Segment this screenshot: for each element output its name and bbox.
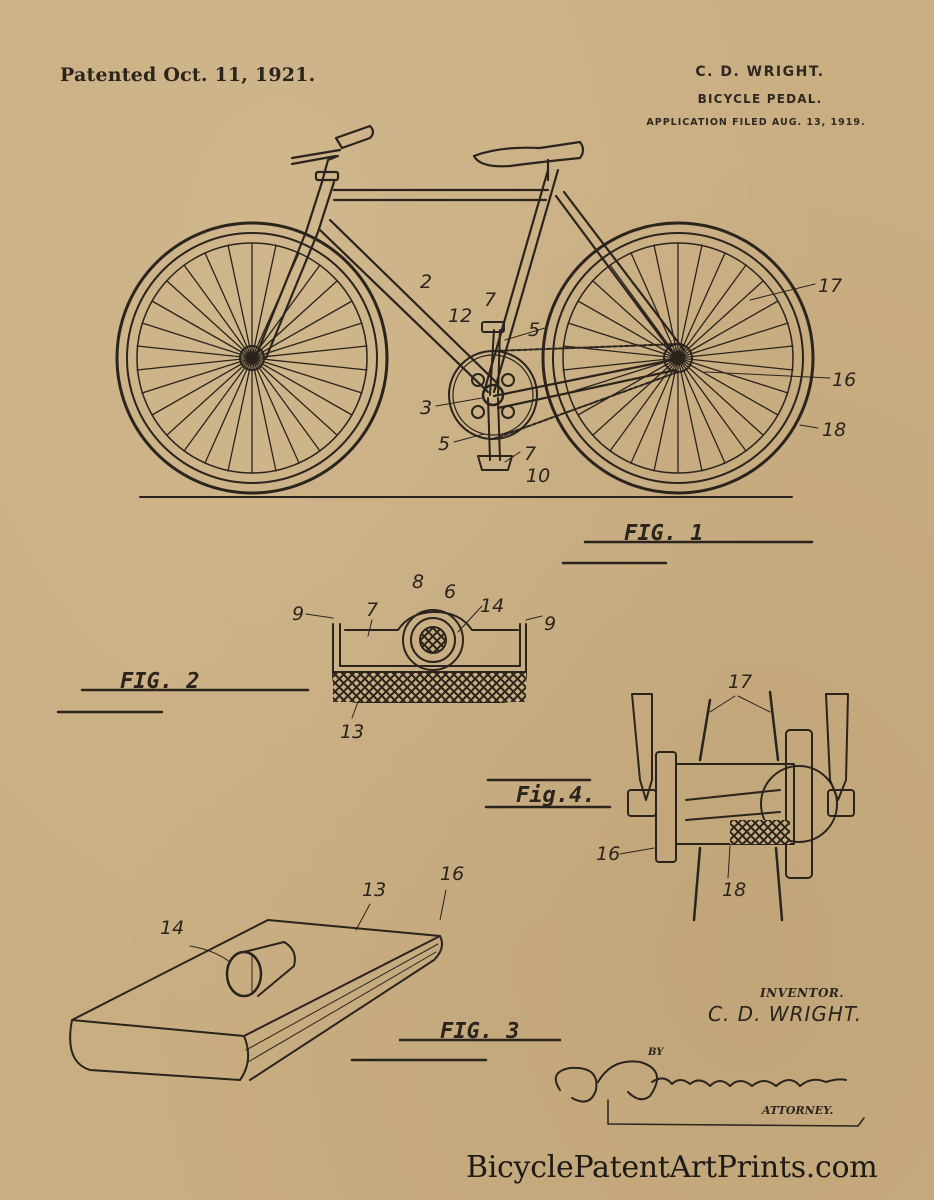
svg-text:14: 14 <box>160 917 184 939</box>
svg-text:2: 2 <box>420 271 432 293</box>
patent-title: BICYCLE PEDAL. <box>697 92 823 106</box>
fig2-label: FIG. 2 <box>56 669 310 714</box>
svg-text:FIG. 1: FIG. 1 <box>624 521 703 546</box>
fig4-reference-numerals: 17 16 18 <box>596 671 752 901</box>
svg-text:Fig.4.: Fig.4. <box>516 783 595 808</box>
svg-text:5: 5 <box>438 433 450 455</box>
svg-text:10: 10 <box>526 465 550 487</box>
svg-text:16: 16 <box>440 863 464 885</box>
svg-text:FIG. 2: FIG. 2 <box>120 669 199 694</box>
svg-text:3: 3 <box>420 397 432 419</box>
rear-wheel <box>541 221 815 495</box>
fig3-pedal-plate: 14 13 16 FIG. 3 <box>69 863 562 1081</box>
fig3-label: FIG. 3 <box>350 1019 562 1062</box>
fig1-reference-numerals: 2 12 7 5 3 5 7 10 17 16 18 <box>420 271 856 487</box>
bicycle-frame <box>254 124 686 410</box>
svg-text:17: 17 <box>728 671 752 693</box>
fig4-label: Fig.4. <box>484 778 612 809</box>
svg-text:9: 9 <box>544 613 556 635</box>
chainring-crank <box>448 321 679 471</box>
svg-text:7: 7 <box>484 289 496 311</box>
svg-text:13: 13 <box>340 721 364 743</box>
attorney-signature <box>554 1060 865 1127</box>
svg-text:7: 7 <box>366 599 378 621</box>
patented-date: Patented Oct. 11, 1921. <box>60 64 316 86</box>
attorney-label: ATTORNEY. <box>762 1104 834 1117</box>
fig2-reference-numerals: 9 7 8 6 14 9 13 <box>292 571 556 743</box>
svg-text:12: 12 <box>448 305 472 327</box>
svg-text:6: 6 <box>444 581 456 603</box>
fig1-bicycle: 2 12 7 5 3 5 7 10 17 16 18 <box>115 124 856 565</box>
svg-text:17: 17 <box>818 275 842 297</box>
fig2-pedal-section: 9 7 8 6 14 9 13 FIG. 2 <box>56 571 556 743</box>
watermark-url: BicyclePatentArtPrints.com <box>466 1150 878 1185</box>
svg-text:14: 14 <box>480 595 504 617</box>
fig4-hub-detail: 17 16 18 Fig.4. <box>484 671 855 922</box>
fig1-label: FIG. 1 <box>561 521 814 565</box>
inventor-name: C. D. WRIGHT. <box>708 1002 863 1026</box>
svg-text:FIG. 3: FIG. 3 <box>440 1019 519 1044</box>
svg-text:18: 18 <box>822 419 846 441</box>
svg-text:16: 16 <box>596 843 620 865</box>
svg-text:9: 9 <box>292 603 304 625</box>
fig3-reference-numerals: 14 13 16 <box>160 863 464 939</box>
application-filed: APPLICATION FILED AUG. 13, 1919. <box>646 117 866 128</box>
fig1-leader-lines <box>435 283 831 463</box>
front-wheel <box>115 221 389 495</box>
svg-text:8: 8 <box>412 571 424 593</box>
svg-text:18: 18 <box>722 879 746 901</box>
inventor-header: C. D. WRIGHT. <box>695 64 825 80</box>
inventor-label: INVENTOR. <box>760 986 845 1000</box>
svg-text:7: 7 <box>524 443 536 465</box>
by-label: BY <box>648 1047 664 1058</box>
svg-text:5: 5 <box>528 319 540 341</box>
svg-text:16: 16 <box>832 369 856 391</box>
svg-text:13: 13 <box>362 879 386 901</box>
